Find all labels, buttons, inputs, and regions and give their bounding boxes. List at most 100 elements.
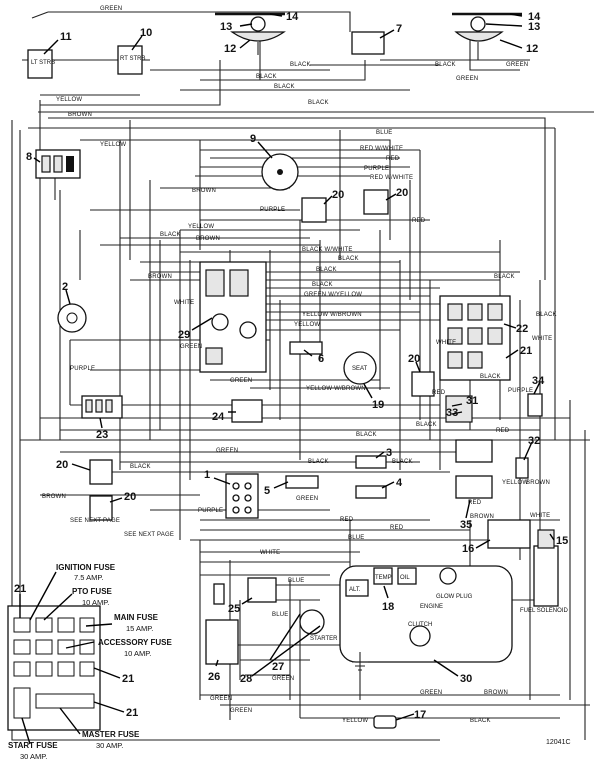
connector-17 — [373, 715, 397, 729]
pto-fuse-label: PTO FUSE — [72, 587, 113, 596]
wire-label: BLACK — [480, 374, 501, 380]
inline-fuse-34 — [527, 393, 543, 417]
wire-label: RED — [340, 517, 354, 523]
relay-mid — [411, 371, 435, 397]
wire-label: GREEN — [100, 6, 122, 12]
starter — [299, 609, 325, 635]
wire-label: BLACK — [470, 718, 491, 724]
inline-fuse-25 — [213, 583, 225, 605]
seat-label: SEAT — [352, 366, 368, 372]
alternator — [345, 579, 369, 597]
callout-25: 25 — [228, 603, 240, 615]
master-fuse-label: MASTER FUSE — [82, 730, 140, 739]
callout-21-mid: 21 — [520, 345, 532, 357]
rt-strobe-label: RT STRB — [120, 56, 145, 62]
wire-label: PURPLE — [198, 508, 223, 514]
callout-14-left: 14 — [286, 11, 299, 23]
accessory-fuse-label: ACCESSORY FUSE — [98, 638, 172, 647]
strobe-bulb-right — [470, 16, 486, 32]
callout-12-right: 12 — [526, 43, 538, 55]
pto-fuse-amp: 10 AMP. — [82, 598, 109, 607]
wire-label: BLACK — [290, 62, 311, 68]
wire-label: BLACK — [316, 267, 337, 273]
components: LT STRB RT STRB — [27, 12, 568, 729]
wire-label: BLACK — [308, 459, 329, 465]
temp-sender — [373, 567, 393, 585]
wire-label: GREEN — [230, 708, 252, 714]
glow-plug-label: GLOW PLUG — [436, 594, 473, 600]
callout-20-a: 20 — [332, 189, 344, 201]
callout-4: 4 — [396, 477, 403, 489]
callout-20-c: 20 — [408, 353, 420, 365]
relay-top-left — [301, 197, 327, 223]
wire-label: GREEN — [506, 62, 528, 68]
temp-sender-label: TEMP — [375, 575, 392, 581]
ignition-fuse-amp: 7.5 AMP. — [74, 573, 103, 582]
relay-lower-left-b — [89, 495, 113, 521]
start-fuse-amp: 30 AMP. — [20, 752, 47, 761]
callout-34: 34 — [532, 375, 545, 387]
wire-label: RED W/WHITE — [370, 175, 413, 181]
wire-label: GREEN — [216, 448, 238, 454]
relay-25 — [247, 577, 277, 603]
wire-label: YELLOW — [188, 224, 214, 230]
wire-label: RED — [390, 525, 404, 531]
callout-27: 27 — [272, 661, 284, 673]
battery-connector — [285, 475, 319, 489]
wire-label: BROWN — [148, 274, 172, 280]
strobe-base-left — [230, 31, 286, 42]
callout-35: 35 — [460, 519, 472, 531]
callout-26: 26 — [208, 671, 220, 683]
wire-label: SEE NEXT PAGE — [124, 532, 174, 538]
glow-plug — [439, 567, 457, 585]
wire-label: RED — [386, 156, 400, 162]
callout-20-b: 20 — [396, 187, 408, 199]
callout-10: 10 — [140, 27, 152, 39]
callout-2: 2 — [62, 281, 68, 293]
ground-symbol — [352, 652, 368, 671]
callout-13-left: 13 — [220, 21, 232, 33]
engine-label: ENGINE — [420, 604, 443, 610]
relay-top-right — [363, 189, 389, 215]
callout-17: 17 — [414, 709, 426, 721]
callout-23: 23 — [96, 429, 108, 441]
hour-meter — [57, 303, 87, 333]
callout-11: 11 — [60, 31, 72, 43]
callout-9: 9 — [250, 133, 256, 145]
callout-22: 22 — [516, 323, 528, 335]
callout-21-b: 21 — [122, 673, 134, 685]
wire-label: BROWN — [68, 112, 92, 118]
regulator-16 — [487, 519, 531, 549]
wire-label: BLACK — [312, 282, 333, 288]
callout-14-right: 14 — [528, 11, 541, 23]
strobe-base-right — [454, 31, 504, 42]
lt-strobe-label: LT STRB — [31, 60, 55, 66]
ignition-fuse-label: IGNITION FUSE — [56, 563, 116, 572]
oil-switch-3 — [355, 455, 387, 469]
strobe-bulb-left — [250, 16, 266, 32]
callout-leaders — [33, 13, 555, 721]
wire-label: RED — [412, 218, 426, 224]
callout-6: 6 — [318, 353, 324, 365]
battery-26 — [205, 619, 239, 665]
callout-30: 30 — [460, 673, 472, 685]
wire-label: YELLOW — [342, 718, 368, 724]
wire-label: PURPLE — [260, 207, 285, 213]
wire-label: PURPLE — [508, 388, 533, 394]
wire-label: BLACK — [356, 432, 377, 438]
engine-block — [339, 565, 513, 663]
wire-label: GREEN — [420, 690, 442, 696]
wire-label: BROWN — [484, 690, 508, 696]
wire-label: GREEN — [230, 378, 252, 384]
fuel-solenoid — [533, 545, 559, 607]
callout-20-d: 20 — [56, 459, 68, 471]
wire-label: RED — [468, 500, 482, 506]
wire-label: SEE NEXT PAGE — [70, 518, 120, 524]
wire-label: GREEN — [210, 696, 232, 702]
switch-6 — [289, 341, 323, 355]
accessory-fuse-amp: 10 AMP. — [124, 649, 151, 658]
wire-label: WHITE — [436, 340, 456, 346]
wire-labels: GREEN BLACK BLACK BLACK BLACK BLACK GREE… — [42, 6, 556, 724]
wire-label: WHITE — [260, 550, 280, 556]
callout-8: 8 — [26, 151, 32, 163]
